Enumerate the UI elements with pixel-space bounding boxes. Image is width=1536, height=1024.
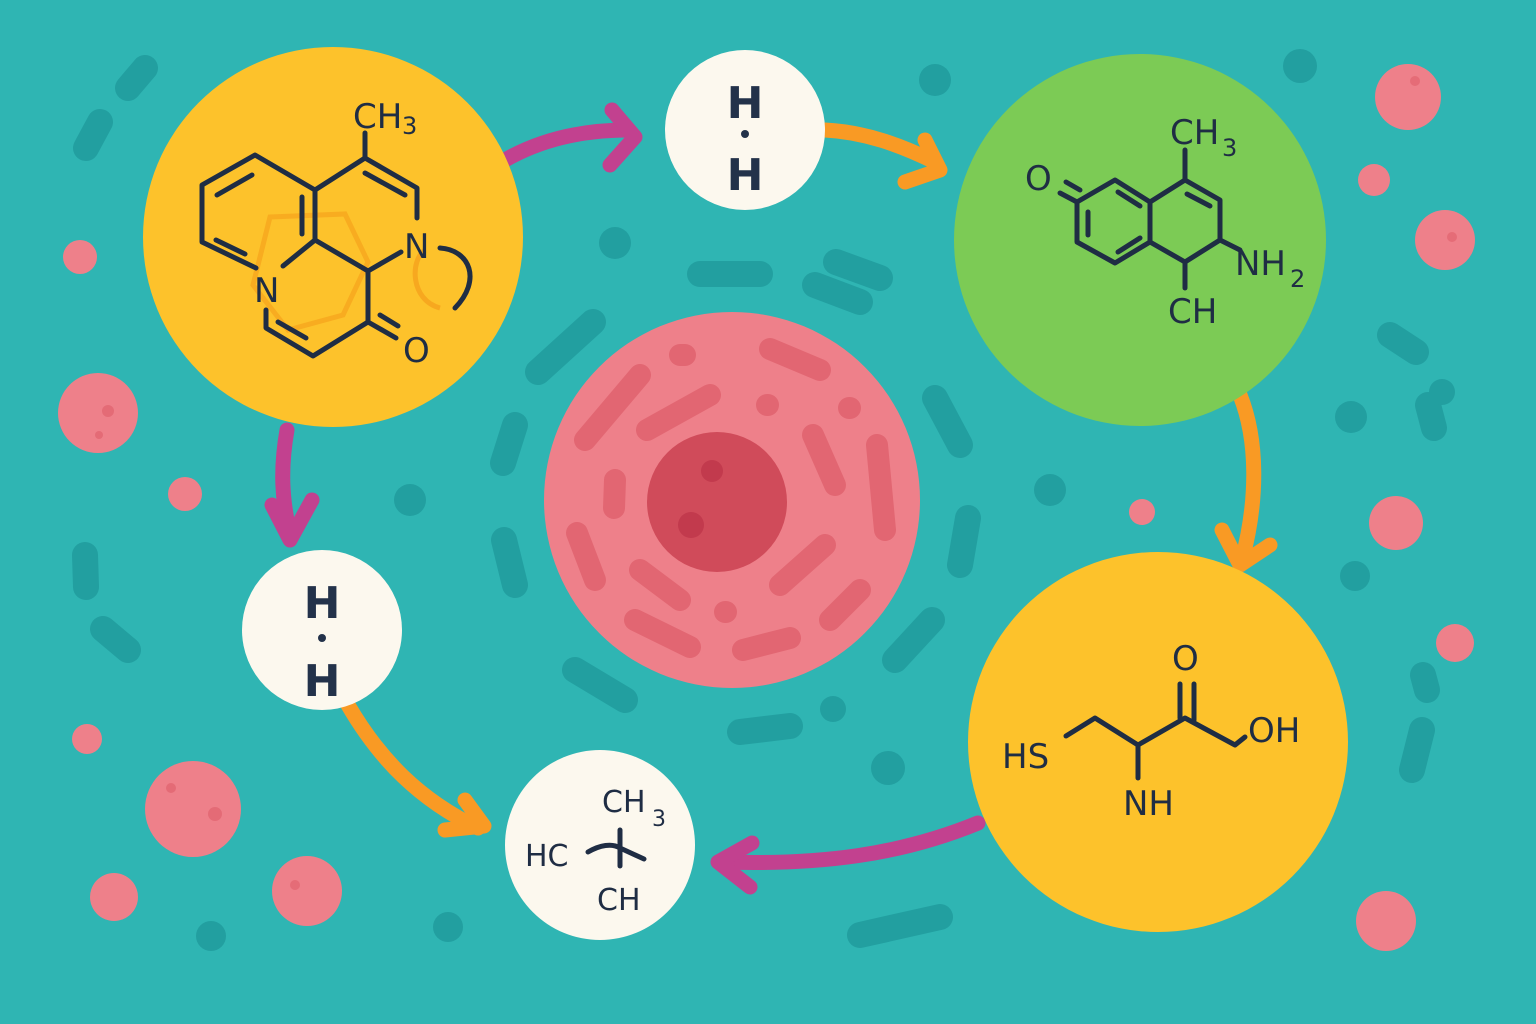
arrow-hydrogen-top-to-molecule2 bbox=[817, 122, 948, 190]
molecule-1-o-label: O bbox=[403, 331, 430, 371]
hydrogen-top-h1-label: H bbox=[727, 78, 764, 129]
cysteine-oh-label: OH bbox=[1248, 711, 1300, 751]
molecule-1-bonds bbox=[199, 130, 473, 359]
cysteine-bonds bbox=[1063, 681, 1248, 781]
arrow-molecule1-to-hydrogen-top bbox=[497, 102, 643, 173]
arrow-molecule1-to-hydrogen-left bbox=[264, 422, 320, 548]
cell-icon bbox=[544, 312, 920, 688]
hydrogen-left-h1-label: H bbox=[304, 578, 341, 629]
cysteine-hs-label: HS bbox=[1002, 737, 1049, 777]
molecule-2-ch-label: CH bbox=[1168, 292, 1217, 332]
molecule-1-n-label-2: N bbox=[254, 271, 279, 311]
arrow-hydrogen-left-to-isobutane bbox=[340, 697, 492, 838]
cysteine-node: HS O OH NH bbox=[968, 552, 1348, 932]
bond-dot-icon bbox=[741, 130, 749, 138]
molecule-2-nh2-label: NH bbox=[1235, 244, 1286, 284]
arrow-molecule2-to-cysteine bbox=[1214, 387, 1278, 573]
hydrogen-left-h2-label: H bbox=[304, 656, 341, 707]
bond-dot-icon bbox=[318, 634, 326, 642]
molecule-2-o-label: O bbox=[1025, 159, 1052, 199]
isobutane-node: CH 3 HC CH bbox=[505, 750, 695, 940]
cysteine-o-label: O bbox=[1172, 639, 1199, 679]
molecule-2-ch3-label: CH bbox=[1170, 113, 1219, 153]
vesicle-spots bbox=[95, 76, 1457, 890]
molecule-2-bonds bbox=[1057, 147, 1243, 291]
isobutane-ch3-subscript: 3 bbox=[652, 807, 666, 832]
arrow-cysteine-to-isobutane bbox=[710, 815, 986, 895]
isobutane-bonds bbox=[585, 827, 647, 869]
isobutane-hc-label: HC bbox=[525, 839, 569, 874]
background-dots bbox=[196, 49, 1455, 951]
molecule-1-ch3-label: CH bbox=[353, 97, 402, 137]
molecule-2-nh2-subscript: 2 bbox=[1290, 265, 1305, 293]
molecule-2-ch3-subscript: 3 bbox=[1222, 134, 1237, 162]
isobutane-ch-label: CH bbox=[597, 883, 641, 918]
molecule-2-node: CH 3 O NH 2 CH bbox=[954, 54, 1326, 426]
molecule-1-n-label: N bbox=[404, 227, 429, 267]
hydrogen-left-node: H H bbox=[242, 550, 402, 710]
molecule-1-ch3-subscript: 3 bbox=[402, 112, 417, 140]
molecule-1-node: CH 3 N N O bbox=[143, 47, 523, 427]
background-dashes bbox=[72, 55, 1447, 948]
hydrogen-top-node: H H bbox=[665, 50, 825, 210]
pink-vesicles bbox=[58, 64, 1475, 951]
hydrogen-top-h2-label: H bbox=[727, 150, 764, 201]
cysteine-nh-label: NH bbox=[1123, 784, 1174, 824]
isobutane-ch3-label: CH bbox=[602, 785, 646, 820]
